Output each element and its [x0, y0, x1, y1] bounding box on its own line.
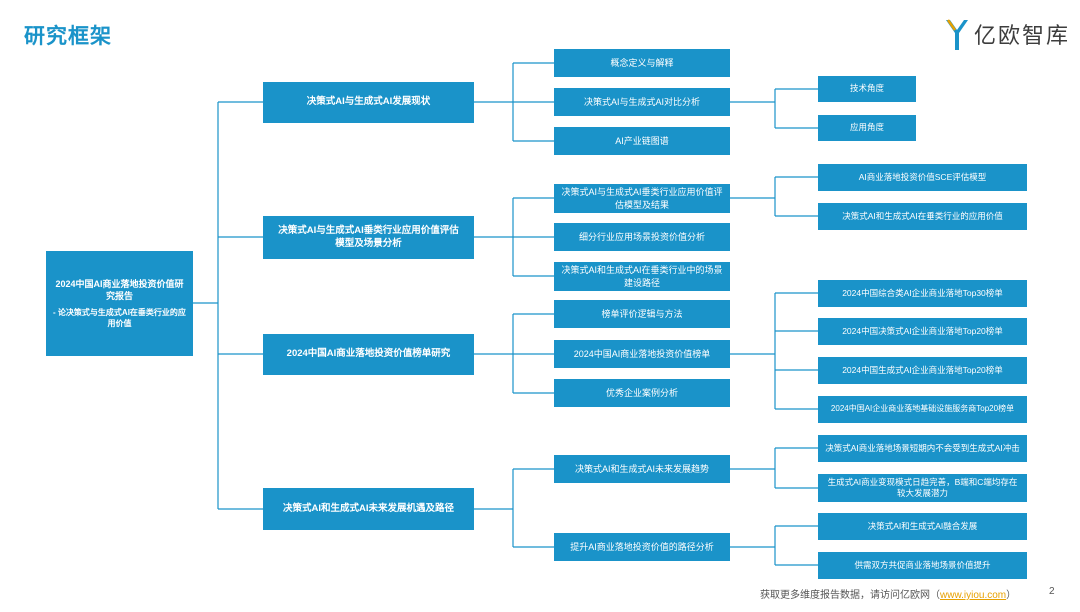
detail-node: 2024中国决策式AI企业商业落地Top20榜单 — [818, 318, 1027, 345]
brand-logo: 亿欧智库 — [944, 16, 1070, 52]
detail-node: 决策式AI和生成式AI融合发展 — [818, 513, 1027, 540]
yiou-y-icon — [946, 19, 968, 50]
topic-node: AI产业链图谱 — [554, 127, 730, 155]
website-link[interactable]: www.iyiou.com — [940, 590, 1007, 601]
topic-node: 优秀企业案例分析 — [554, 379, 730, 407]
topic-node: 决策式AI和生成式AI在垂类行业中的场景建设路径 — [554, 262, 730, 291]
topic-node: 概念定义与解释 — [554, 49, 730, 77]
topic-node: 提升AI商业落地投资价值的路径分析 — [554, 533, 730, 561]
detail-node: 2024中国综合类AI企业商业落地Top30榜单 — [818, 280, 1027, 307]
detail-node: 2024中国生成式AI企业商业落地Top20榜单 — [818, 357, 1027, 384]
detail-node: 技术角度 — [818, 76, 916, 102]
root-node: 2024中国AI商业落地投资价值研究报告 - 论决策式与生成式AI在垂类行业的应… — [46, 251, 193, 356]
detail-node: 供需双方共促商业落地场景价值提升 — [818, 552, 1027, 579]
branch-node-1: 决策式AI与生成式AI发展现状 — [263, 82, 474, 123]
branch-node-2: 决策式AI与生成式AI垂类行业应用价值评估模型及场景分析 — [263, 216, 474, 259]
detail-node: 决策式AI和生成式AI在垂类行业的应用价值 — [818, 203, 1027, 230]
branch-node-4: 决策式AI和生成式AI未来发展机遇及路径 — [263, 488, 474, 530]
detail-node: 2024中国AI企业商业落地基础设施服务商Top20榜单 — [818, 396, 1027, 423]
topic-node: 决策式AI与生成式AI垂类行业应用价值评估模型及结果 — [554, 184, 730, 213]
root-title: 2024中国AI商业落地投资价值研究报告 — [55, 278, 184, 301]
detail-node: AI商业落地投资价值SCE评估模型 — [818, 164, 1027, 191]
topic-node: 决策式AI与生成式AI对比分析 — [554, 88, 730, 116]
topic-node: 细分行业应用场景投资价值分析 — [554, 223, 730, 251]
page-title: 研究框架 — [24, 25, 112, 48]
topic-node: 榜单评价逻辑与方法 — [554, 300, 730, 328]
topic-node: 2024中国AI商业落地投资价值榜单 — [554, 340, 730, 368]
page-number: 2 — [1049, 586, 1055, 597]
brand-name: 亿欧智库 — [974, 23, 1071, 48]
branch-node-3: 2024中国AI商业落地投资价值榜单研究 — [263, 334, 474, 375]
detail-node: 生成式AI商业变现模式日趋完善，B端和C端均存在较大发展潜力 — [818, 474, 1027, 502]
detail-node: 决策式AI商业落地场景短期内不会受到生成式AI冲击 — [818, 435, 1027, 462]
topic-node: 决策式AI和生成式AI未来发展趋势 — [554, 455, 730, 483]
footer-note: 获取更多维度报告数据，请访问亿欧网（www.iyiou.com） — [760, 590, 1017, 601]
root-subtitle: - 论决策式与生成式AI在垂类行业的应用价值 — [53, 307, 186, 328]
detail-node: 应用角度 — [818, 115, 916, 141]
